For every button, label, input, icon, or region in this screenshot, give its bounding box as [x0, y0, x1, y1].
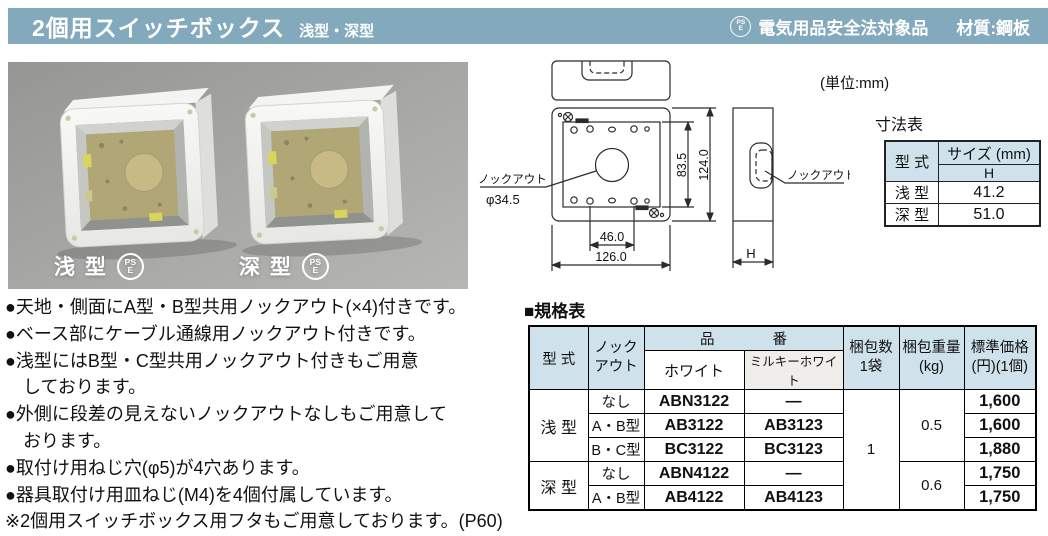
spec-code-white: AB4122 — [643, 485, 745, 511]
table-row: 深 型 なし ABN4122 — 0.6 1,750 — [528, 461, 1037, 511]
header-right-group: PS E 電気用品安全法対象品 材質:鋼板 — [730, 14, 1048, 39]
spec-header-price: 標準価格 (円)(1個) — [963, 325, 1037, 390]
spec-knockout: なし — [587, 389, 645, 414]
pse-mark-top: PS — [736, 18, 746, 26]
dimension-table-block: 寸法表 型 式 サイズ (mm) H 浅 型 41.2 深 型 51.0 — [873, 111, 1041, 227]
spec-table: 型 式 ノック アウト 品 番 梱包数 1袋 梱包重量 (kg) 標準価格 (円… — [528, 325, 1037, 511]
dim-inner-height: 83.5 — [675, 153, 689, 177]
pse-mark-bottom: E — [312, 265, 319, 275]
spec-code-white: ABN3122 — [643, 389, 745, 414]
spec-price: 1,600 — [963, 389, 1037, 414]
table-row: 深 型 51.0 — [884, 203, 1041, 227]
pse-mark-top: PS — [124, 256, 137, 267]
spec-code-milky: AB3123 — [743, 413, 844, 438]
spec-code-milky: — — [743, 389, 844, 414]
table-row: A・B型 AB4122 AB4123 1,750 — [529, 485, 1037, 511]
side-knockout-label: ノックアウト — [787, 169, 850, 182]
feature-notes: ●天地・側面にA型・B型共用ノックアウト(×4)付きです。 ●ベース部にケーブル… — [5, 294, 527, 535]
spec-header-model: 型 式 — [528, 325, 589, 390]
top-view-drawing — [551, 60, 671, 101]
deep-box-label: 深 型 — [239, 256, 293, 279]
spec-weight-shallow: 0.5 — [898, 389, 965, 462]
spec-price: 1,750 — [963, 461, 1037, 486]
safety-law-label: 電気用品安全法対象品 — [758, 18, 929, 38]
spec-knockout: なし — [587, 461, 645, 486]
side-view-drawing — [732, 107, 844, 268]
spec-knockout: A・B型 — [587, 413, 645, 438]
page-title: 2個用スイッチボックス — [32, 15, 286, 41]
shallow-box-caption: 浅 型 PS E — [54, 251, 144, 281]
side-depth-label: H — [746, 246, 755, 261]
product-photo: 浅 型 PS E 深 型 PS E — [8, 62, 468, 289]
dimension-lines — [551, 107, 716, 271]
spec-code-white: ABN4122 — [643, 461, 745, 486]
unit-note: (単位:mm) — [820, 75, 890, 92]
spec-model-deep: 深 型 — [528, 461, 589, 511]
spec-code-milky: AB4123 — [743, 485, 844, 511]
material-label: 材質:鋼板 — [956, 18, 1030, 38]
table-row: A・B型 AB3122 AB3123 1,600 — [529, 413, 1037, 438]
dim-model-shallow: 浅 型 — [884, 181, 939, 204]
spec-table-title: ■規格表 — [524, 302, 586, 321]
feature-note: ●浅型にはB型・C型共用ノックアウト付きもご用意 しております。 — [5, 350, 419, 398]
spec-header-part-number: 品 番 — [643, 325, 844, 351]
spec-knockout: A・B型 — [587, 485, 645, 511]
pse-mark-bottom: E — [127, 265, 134, 275]
dim-inner-width: 46.0 — [600, 230, 624, 244]
dimension-table-title: 寸法表 — [875, 117, 924, 134]
table-row: 浅 型 なし ABN3122 — 1 0.5 1,600 — [528, 389, 1037, 511]
feature-note: ●ベース部にケーブル通線用ノックアウト付きです。 — [5, 323, 426, 344]
page-subtitle: 浅型・深型 — [299, 23, 375, 40]
spec-header-milky: ミルキーホワイト — [743, 350, 844, 390]
spec-weight-deep: 0.6 — [898, 461, 965, 511]
feature-note: ●器具取付け用皿ねじ(M4)を4個付属しています。 — [5, 484, 403, 505]
spec-header-white: ホワイト — [643, 350, 745, 390]
front-view-drawing — [480, 107, 671, 222]
table-row: 浅 型 41.2 — [884, 181, 1041, 204]
spec-code-milky: — — [743, 461, 844, 486]
dim-value-shallow: 41.2 — [938, 181, 1041, 204]
dim-header-model: 型 式 — [884, 140, 939, 182]
spec-price: 1,880 — [963, 437, 1037, 462]
dim-model-deep: 深 型 — [884, 203, 939, 227]
spec-code-milky: BC3123 — [743, 437, 844, 462]
spec-price: 1,750 — [963, 485, 1037, 511]
header-bar: 2個用スイッチボックス 浅型・深型 PS E 電気用品安全法対象品 材質:鋼板 — [8, 8, 1048, 44]
spec-price: 1,600 — [963, 413, 1037, 438]
dim-header-h: H — [938, 164, 1041, 182]
pse-mark-top: PS — [309, 256, 322, 267]
dim-outer-height: 124.0 — [697, 149, 711, 180]
feature-note: ※2個用スイッチボックス用フタもご用意しております。(P60) — [5, 511, 503, 532]
table-row: ホワイト ミルキーホワイト — [529, 350, 1036, 390]
pse-mark-icon: PS E — [730, 15, 752, 37]
pse-mark-bottom: E — [738, 25, 743, 32]
spec-code-white: BC3122 — [643, 437, 745, 462]
header-title-group: 2個用スイッチボックス 浅型・深型 — [8, 9, 374, 43]
shallow-box-label: 浅 型 — [54, 256, 108, 279]
spec-knockout: B・C型 — [587, 437, 645, 462]
front-knockout-diameter: φ34.5 — [486, 192, 520, 207]
spec-code-white: AB3122 — [643, 413, 745, 438]
dim-outer-width: 126.0 — [595, 250, 626, 264]
product-photo-image — [8, 62, 468, 289]
pse-mark-icon: PS E — [116, 252, 144, 280]
pse-mark-icon: PS E — [301, 252, 329, 280]
dim-header-size: サイズ (mm) — [938, 140, 1041, 165]
dimension-table: 型 式 サイズ (mm) H 浅 型 41.2 深 型 51.0 — [884, 140, 1041, 227]
front-knockout-label: ノックアウト — [478, 173, 547, 186]
spec-header-weight: 梱包重量 (kg) — [898, 325, 965, 390]
feature-note: ●外側に段差の見えないノックアウトなしもご用意して おります。 — [5, 404, 447, 451]
technical-drawings: ノックアウト φ34.5 83.5 124.0 46.0 126.0 ノックアウ… — [478, 60, 850, 271]
feature-note: ●天地・側面にA型・B型共用ノックアウト(×4)付きです。 — [5, 297, 467, 317]
deep-box-caption: 深 型 PS E — [239, 251, 329, 281]
feature-note: ●取付け用ねじ穴(φ5)が4穴あります。 — [5, 457, 310, 478]
spec-qty-value: 1 — [842, 389, 900, 511]
dim-value-deep: 51.0 — [938, 203, 1041, 227]
spec-model-shallow: 浅 型 — [528, 389, 589, 462]
table-row: 型 式 ノック アウト 品 番 梱包数 1袋 梱包重量 (kg) 標準価格 (円… — [528, 325, 1037, 390]
spec-header-qty: 梱包数 1袋 — [842, 325, 900, 390]
spec-header-knockout: ノック アウト — [587, 325, 645, 390]
